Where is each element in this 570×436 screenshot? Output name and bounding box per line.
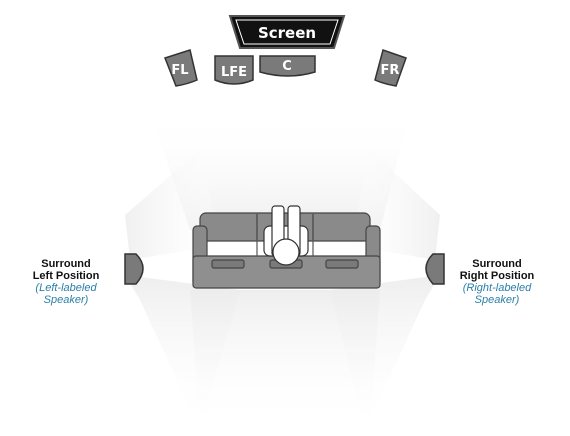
surround-left-title-1: Surround	[41, 258, 91, 270]
surround-left-sub-1: (Left-labeled	[35, 282, 97, 294]
sofa-cushion-right	[325, 259, 359, 269]
surround-right-sub-1: (Right-labeled	[462, 282, 532, 294]
surround-right-sub-2: Speaker)	[474, 294, 520, 306]
speaker-surround-right	[425, 253, 445, 285]
speaker-fl: FL	[164, 49, 198, 87]
speaker-lfe-label: LFE	[221, 65, 247, 80]
speaker-surround-left	[124, 253, 144, 285]
speaker-c-label: C	[282, 59, 292, 74]
speaker-fr-label: FR	[381, 63, 400, 78]
sofa-cushion-left	[211, 259, 245, 269]
front-beam	[150, 110, 410, 230]
listener-head	[272, 238, 300, 266]
listener	[263, 205, 309, 266]
bottom-beam	[190, 290, 380, 430]
surround-left-title-2: Left Position	[32, 270, 100, 282]
speaker-fl-label: FL	[171, 63, 188, 78]
sound-beams	[125, 110, 440, 430]
speaker-lfe: LFE	[214, 55, 254, 85]
surround-right-title-2: Right Position	[459, 270, 535, 282]
surround-left-label: Surround Left Position (Left-labeled Spe…	[14, 258, 118, 306]
surround-right-title-1: Surround	[472, 258, 522, 270]
screen: Screen	[228, 15, 346, 49]
screen-label: Screen	[258, 24, 316, 42]
speaker-fr: FR	[374, 49, 407, 87]
speaker-c: C	[259, 55, 316, 77]
surround-left-sub-2: Speaker)	[43, 294, 89, 306]
surround-right-label: Surround Right Position (Right-labeled S…	[442, 258, 552, 306]
